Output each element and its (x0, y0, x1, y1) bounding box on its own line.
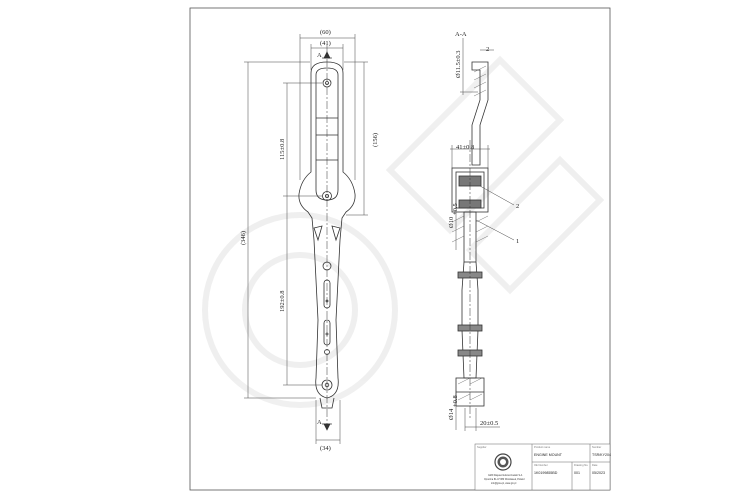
section-marker-bottom: A (317, 419, 332, 431)
dim-height-346: (346) (240, 231, 247, 245)
dim-dia-11-5: Ø11.5±0.3 (455, 50, 462, 78)
front-dimension-lines (244, 34, 368, 444)
callout-item-1: 1 (516, 238, 519, 245)
front-view (298, 45, 356, 428)
dim-width-34: (34) (320, 445, 331, 452)
company-line-3: info@gma.pl, www.gm.pl (491, 483, 517, 485)
oe-number-label: OE Number (534, 463, 548, 467)
drawing-no-label: Drawing No. (574, 463, 589, 467)
supplier-label: Supplier (477, 445, 487, 449)
dim-dia-10: Ø10 (448, 217, 455, 228)
section-title: A-A (455, 31, 467, 38)
company-line-1: GMA Wojewoł Łokinoczowski S.A. (488, 474, 523, 477)
part-number: TSR/KY204 (592, 453, 611, 457)
watermark-logo (202, 55, 605, 408)
dim-length-115: 115±0.8 (279, 139, 286, 160)
dim-width-41: (41) (320, 40, 331, 47)
drawing-border (189, 7, 611, 491)
section-hatching (451, 65, 489, 401)
drawing-no: 001 (574, 471, 580, 475)
dim-thk-2: 2 (486, 46, 489, 53)
upper-body-outline (298, 61, 356, 399)
dim-dia-14: Ø14 (448, 408, 455, 420)
drawing-date: 05/2023 (592, 471, 605, 475)
company-line-2: Opoczna 81-47 880 Wroclawek, Poland (484, 478, 525, 481)
oe-number: 1K0199855BD (534, 471, 558, 475)
section-marker-top: A (317, 51, 332, 59)
product-name: ENGINE MOUNT (534, 453, 563, 457)
upper-slot (315, 67, 339, 201)
section-marker-label: A (317, 419, 322, 426)
dim-width-41-tol: 41±0.8 (456, 144, 474, 151)
dim-width-60: (60) (320, 29, 331, 36)
dim-length-192: 192±0.8 (279, 291, 286, 312)
product-name-label: Product name (534, 445, 551, 449)
number-label: Number (592, 445, 601, 449)
date-label: Date (592, 463, 598, 467)
dim-dia-10-tol: +0.5 (452, 203, 459, 215)
section-marker-label: A (317, 52, 322, 59)
dim-len-20: 20±0.5 (480, 420, 498, 427)
section-dimension-lines (450, 38, 515, 431)
dim-dia-14-tol: +0.8 (452, 395, 459, 407)
callout-item-2: 2 (516, 203, 519, 210)
supplier-logo (494, 453, 512, 471)
dim-length-156: (156) (372, 133, 379, 147)
